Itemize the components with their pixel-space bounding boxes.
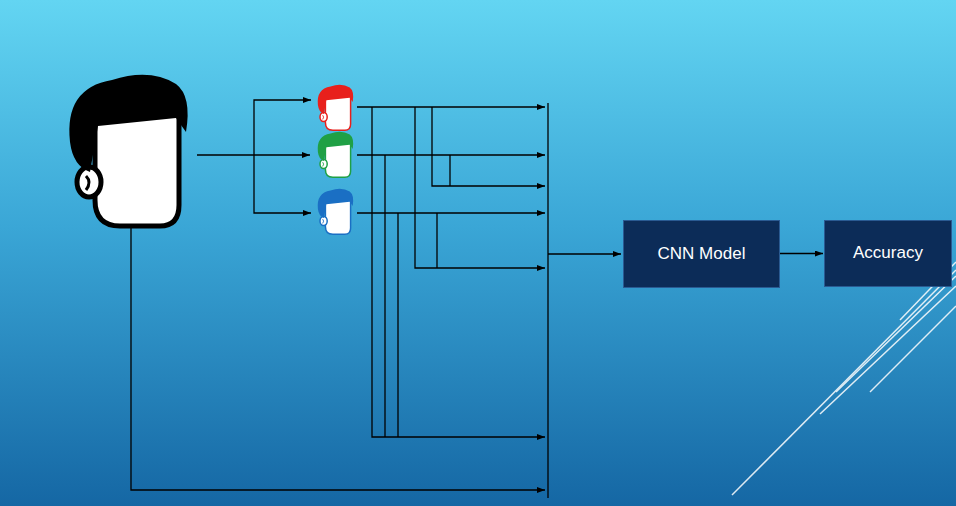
flow-arrow (780, 253, 823, 254)
process-box: Accuracy (824, 220, 952, 287)
box-label: Accuracy (853, 243, 923, 263)
process-box: CNN Model (623, 220, 780, 288)
box-label: CNN Model (658, 244, 746, 264)
green-channel-face (318, 132, 353, 177)
blue-channel-face (318, 189, 353, 234)
decor-lines (732, 262, 956, 495)
person-face (69, 75, 187, 226)
wires (131, 100, 621, 498)
red-channel-face (318, 85, 353, 130)
